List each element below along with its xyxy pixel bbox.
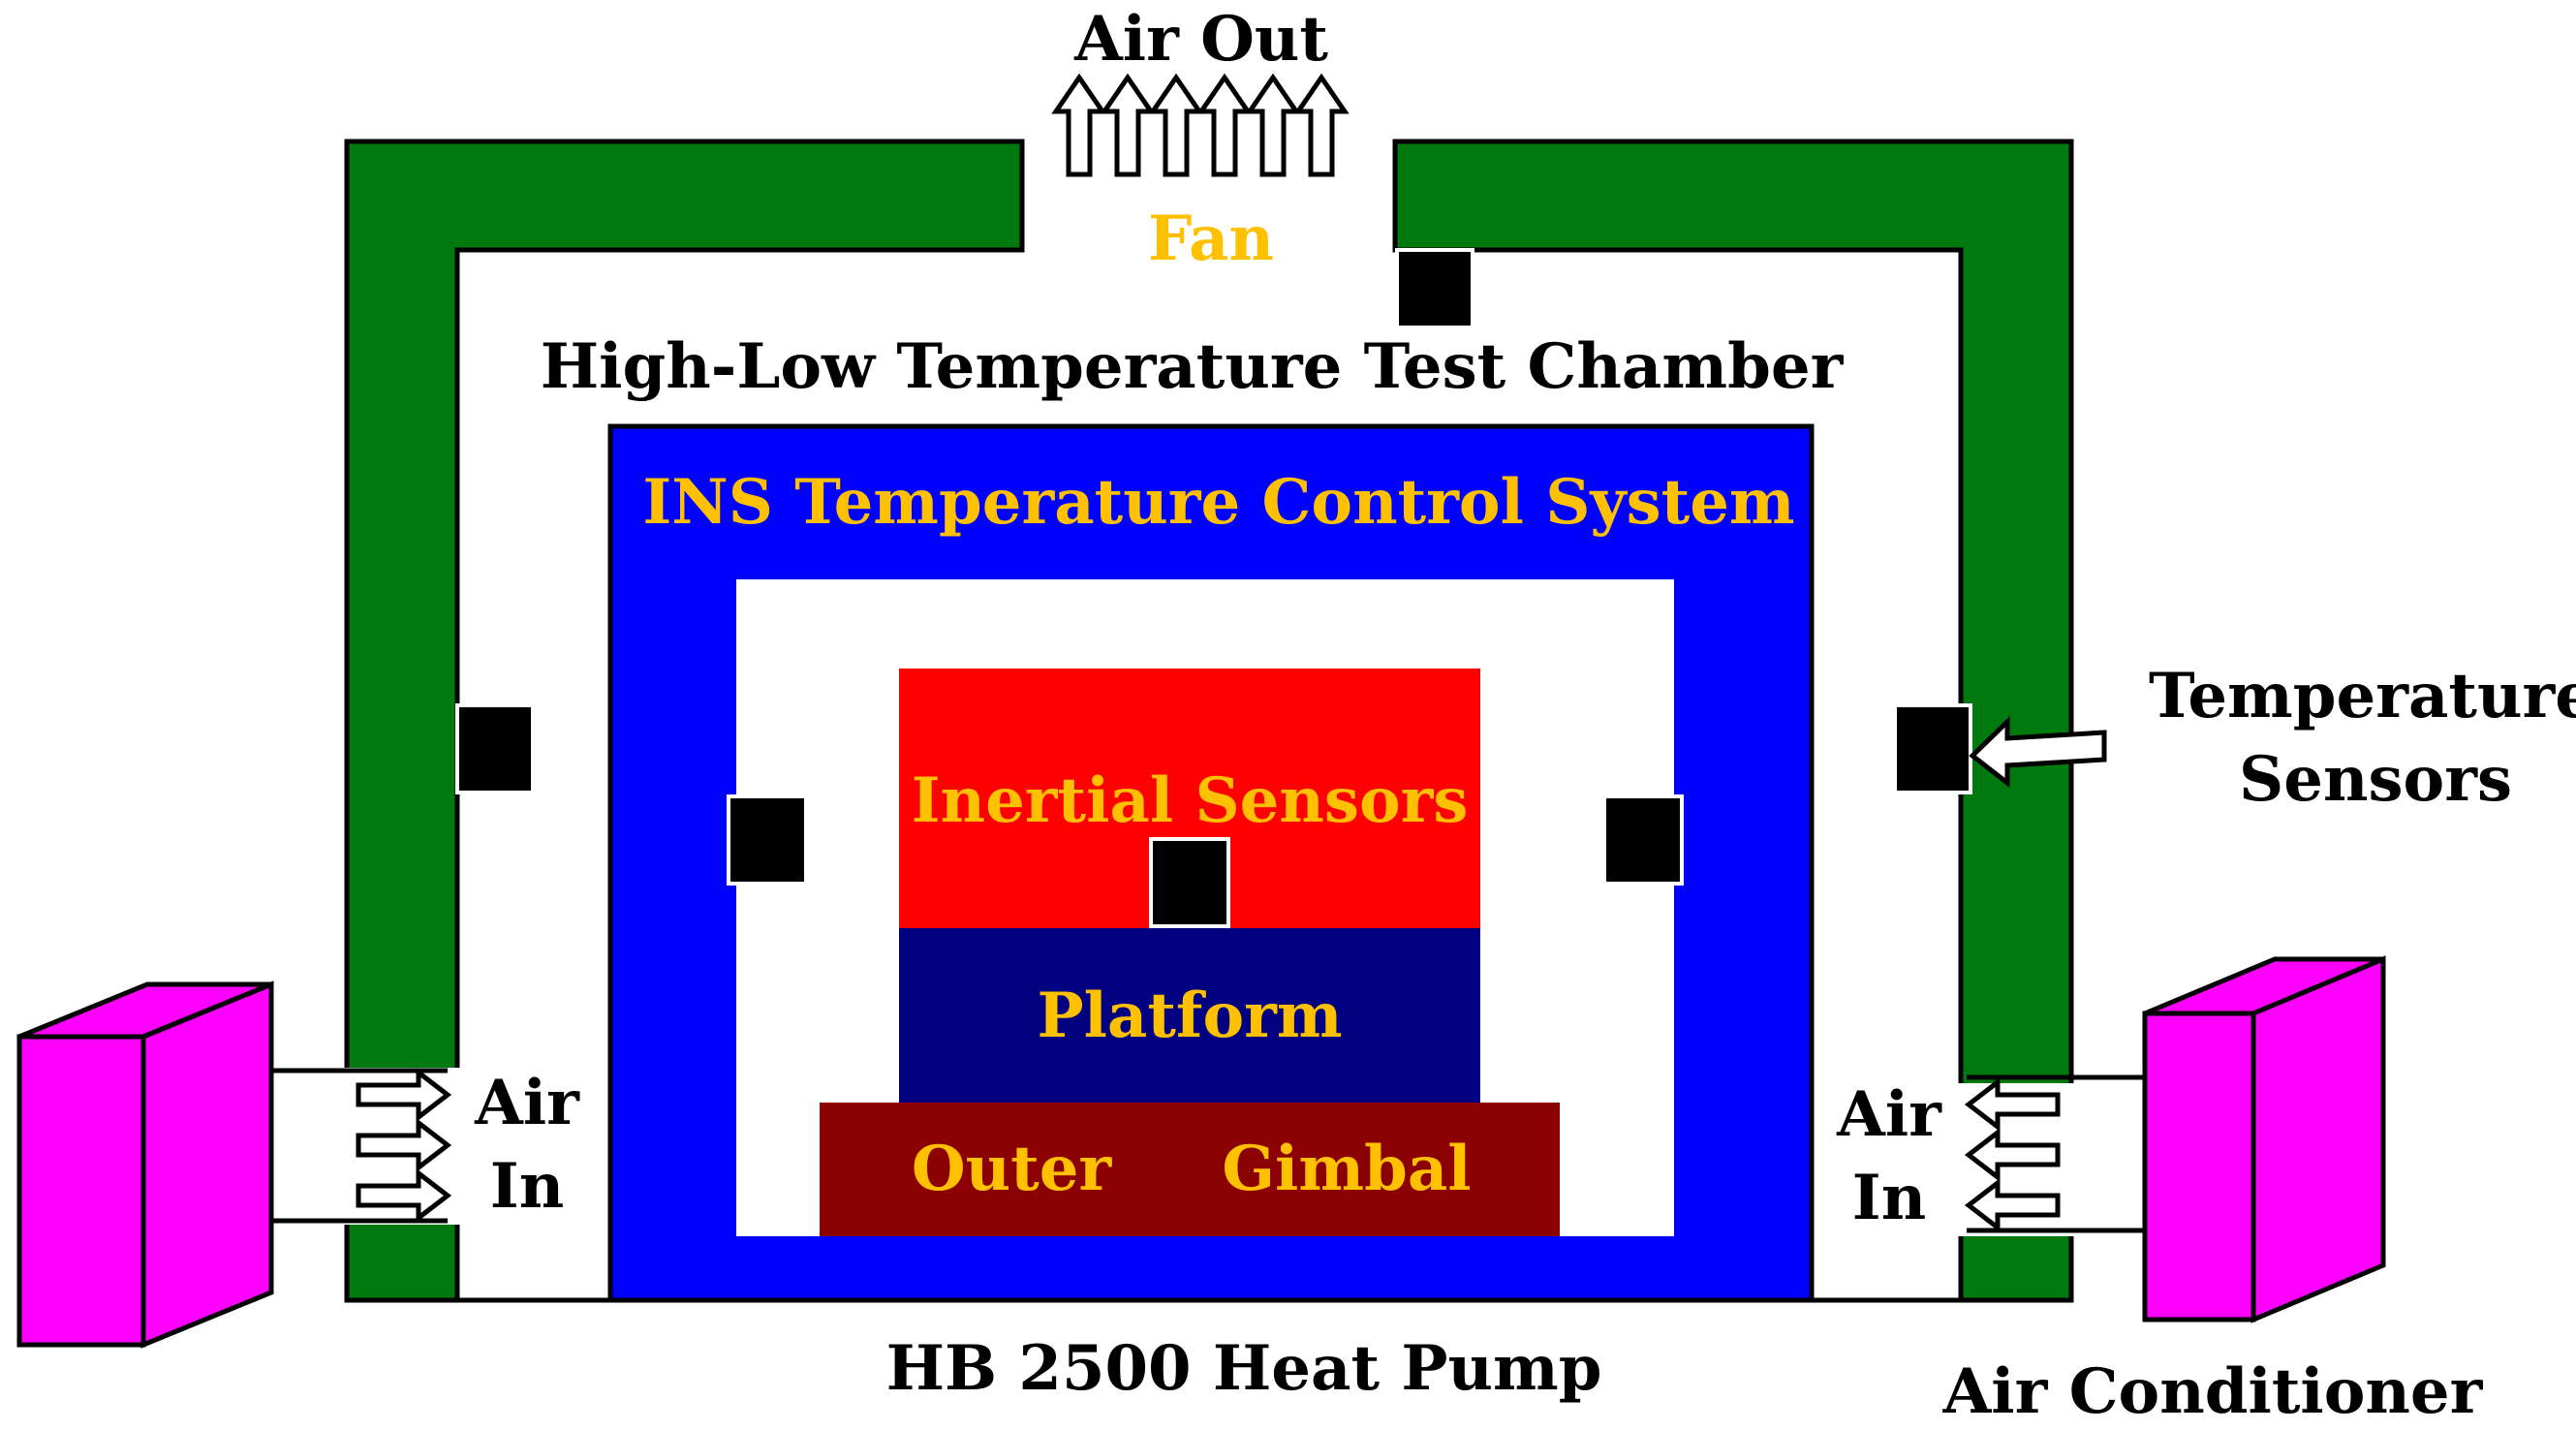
temperature-sensors-label-line2: Sensors (2239, 743, 2512, 816)
gimbal-label: Gimbal (1222, 1133, 1471, 1205)
left-air-in-arrows (356, 1067, 452, 1224)
platform-label: Platform (1037, 980, 1342, 1052)
platform-block (899, 928, 1480, 1103)
sensor-control-left (727, 794, 808, 886)
air-in-left-label-line1: Air (474, 1067, 580, 1139)
right-air-in-arrows (1964, 1076, 2061, 1233)
temperature-sensors (455, 248, 1972, 928)
air-in-right-label-line1: Air (1836, 1078, 1942, 1151)
air-out-arrows (1051, 73, 1350, 177)
air-conditioner-label: Air Conditioner (1942, 1355, 2484, 1428)
sensor-control-right (1602, 794, 1684, 886)
heat-pump-label: HB 2500 Heat Pump (886, 1332, 1602, 1405)
right-air-conditioner (2142, 955, 2386, 1323)
inertial-sensors-label: Inertial Sensors (912, 764, 1469, 837)
outer-gimbal-block (820, 1103, 1560, 1236)
outer-label: Outer (912, 1133, 1113, 1205)
control-system-label: INS Temperature Control System (642, 466, 1794, 539)
air-out-label: Air Out (1073, 3, 1328, 76)
fan-label: Fan (1148, 202, 1274, 275)
test-chamber-label: High-Low Temperature Test Chamber (541, 330, 1845, 403)
air-in-right-label-line2: In (1852, 1162, 1926, 1234)
sensor-inertial (1149, 837, 1230, 928)
sensor-right-wall (1893, 703, 1972, 794)
sensor-pointer-arrow (1969, 716, 2107, 789)
sensor-top (1395, 248, 1474, 329)
left-air-conditioner (16, 980, 274, 1349)
temperature-sensors-label-line1: Temperature (2149, 660, 2576, 732)
air-in-left-label-line2: In (490, 1150, 564, 1223)
sensor-left-wall (455, 703, 535, 794)
